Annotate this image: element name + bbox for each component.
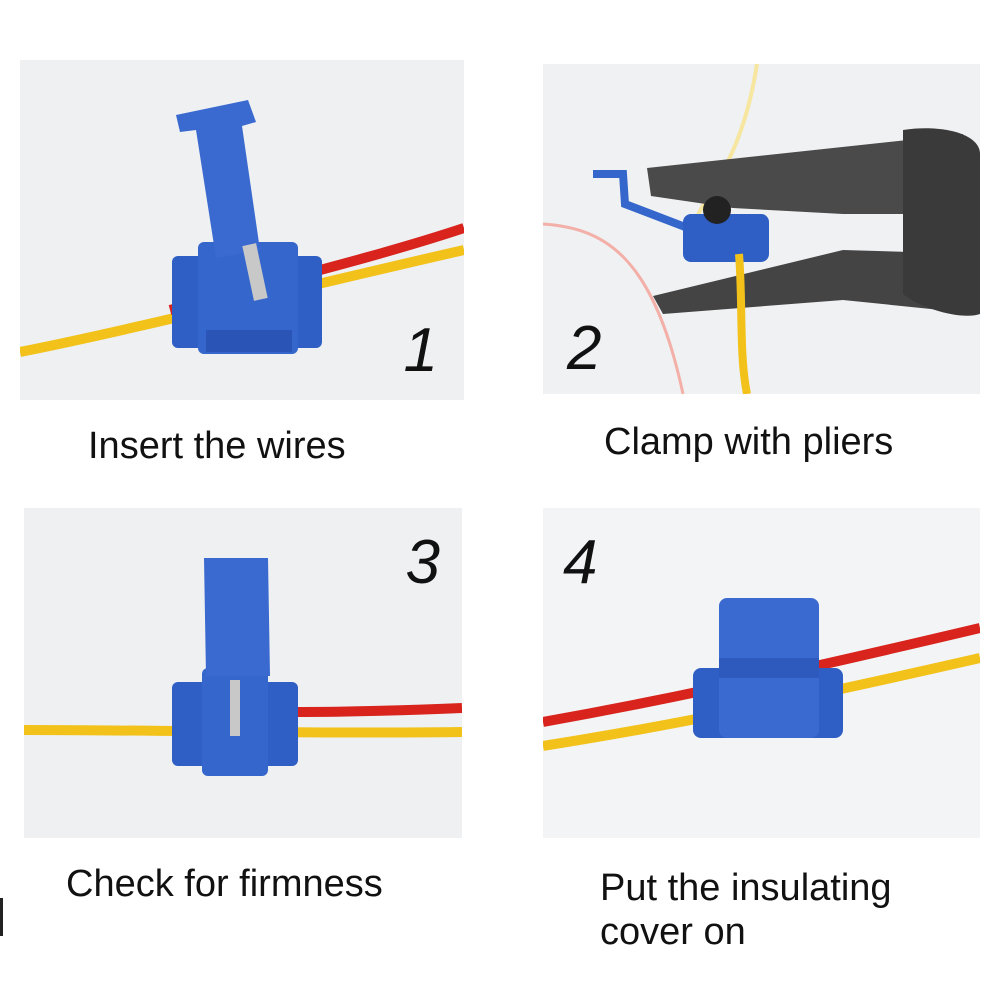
step-2-caption: Clamp with pliers bbox=[604, 421, 894, 463]
step-number: 2 bbox=[567, 314, 602, 383]
step-3-photo: 3 bbox=[24, 508, 462, 838]
step-4-photo: 4 bbox=[543, 508, 980, 838]
step-number: 1 bbox=[403, 316, 438, 385]
step-1-caption: Insert the wires bbox=[88, 425, 346, 467]
firmness-check-illustration bbox=[24, 508, 462, 838]
insulating-cover-illustration bbox=[543, 508, 980, 838]
edge-mark bbox=[0, 898, 3, 936]
step-3-caption: Check for firmness bbox=[66, 863, 383, 905]
connector-insert-illustration bbox=[20, 60, 464, 400]
step-number: 3 bbox=[405, 528, 440, 597]
step-1-photo: 1 bbox=[20, 60, 464, 400]
step-2-photo: 2 bbox=[543, 64, 980, 394]
step-4-caption: Put the insulating cover on bbox=[600, 867, 892, 953]
step-number: 4 bbox=[563, 528, 598, 597]
pliers-clamp-illustration bbox=[543, 64, 980, 394]
